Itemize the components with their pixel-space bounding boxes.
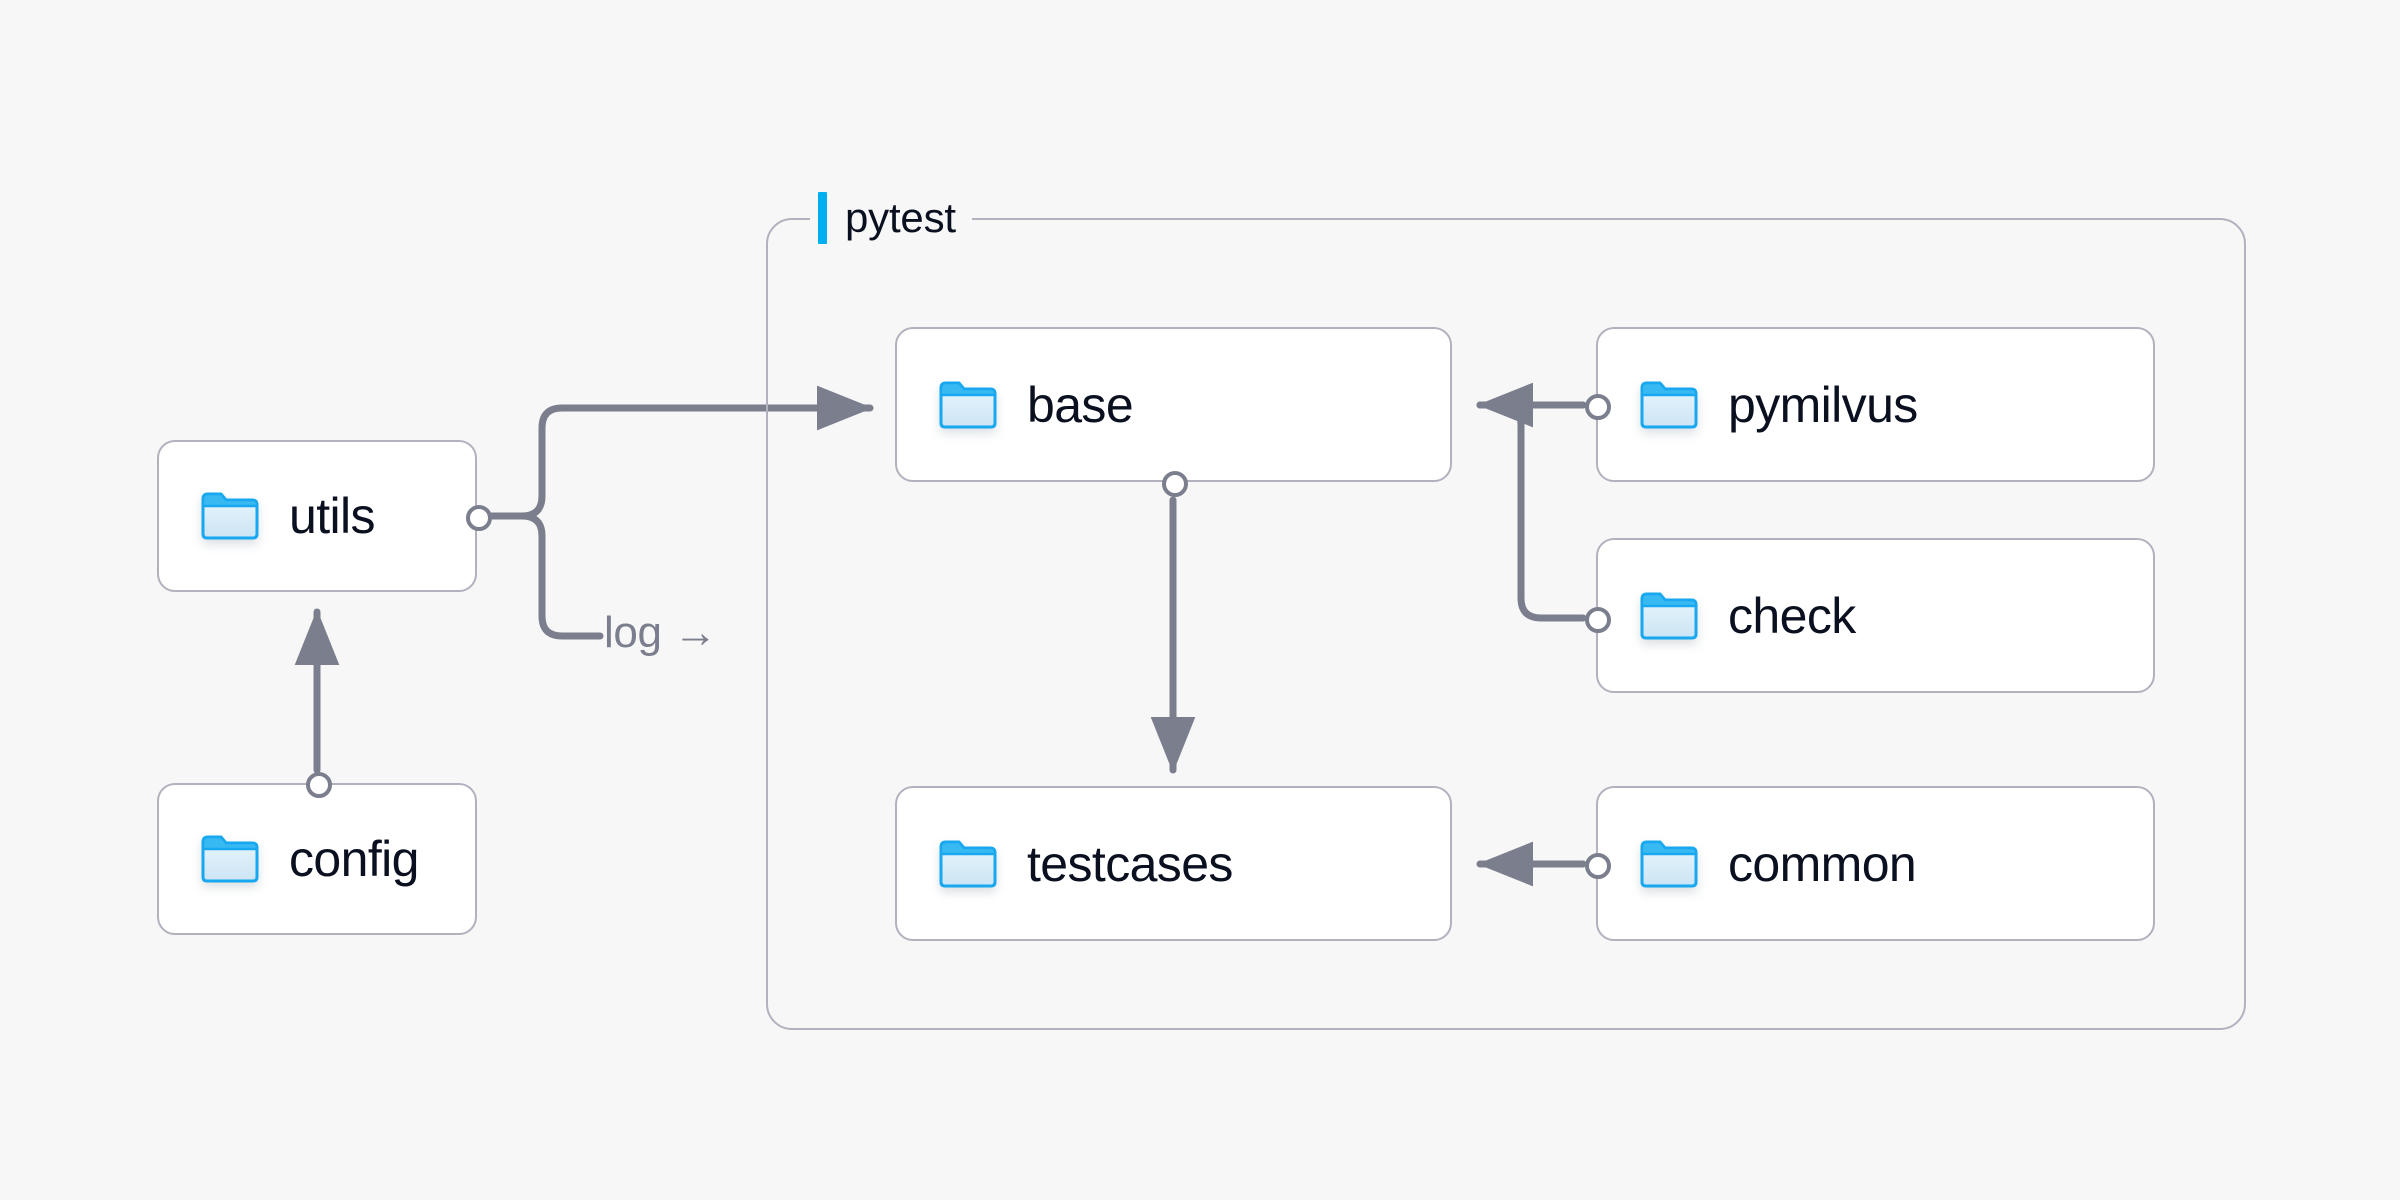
folder-icon	[939, 840, 997, 887]
port-pymilvus-left[interactable]	[1585, 394, 1611, 420]
folder-icon	[1640, 592, 1698, 639]
node-utils[interactable]: utils	[157, 440, 492, 592]
node-label: base	[1027, 376, 1134, 433]
node-testcases[interactable]: testcases	[895, 786, 1452, 941]
pytest-group-container	[766, 218, 2246, 1030]
port-config-top[interactable]	[306, 772, 332, 798]
node-pymilvus[interactable]: pymilvus	[1585, 327, 2155, 482]
node-label: common	[1728, 835, 1917, 892]
folder-icon	[201, 835, 259, 883]
port-utils-right[interactable]	[466, 505, 492, 531]
pytest-group-label: pytest	[810, 187, 972, 249]
node-config[interactable]: config	[157, 772, 477, 935]
edge-label-log-arrow-icon: →	[673, 608, 717, 657]
node-check[interactable]: check	[1585, 538, 2155, 693]
edge-label-log-text: log	[604, 608, 662, 657]
port-check-left[interactable]	[1585, 607, 1611, 633]
node-label: config	[289, 831, 419, 887]
node-base[interactable]: base	[895, 327, 1452, 497]
node-label: pymilvus	[1728, 376, 1918, 433]
folder-icon	[939, 381, 997, 428]
edge-label-log: log →	[604, 608, 717, 658]
group-accent-bar	[818, 192, 827, 244]
port-base-bottom[interactable]	[1162, 471, 1188, 497]
node-label: check	[1728, 587, 1856, 644]
port-common-left[interactable]	[1585, 853, 1611, 879]
folder-icon	[1640, 381, 1698, 428]
group-label-text: pytest	[845, 194, 956, 241]
node-common[interactable]: common	[1585, 786, 2155, 941]
folder-icon	[201, 492, 259, 540]
edge-utils-to-log	[486, 512, 604, 640]
folder-icon	[1640, 840, 1698, 887]
node-label: testcases	[1027, 835, 1233, 892]
node-label: utils	[289, 488, 376, 544]
